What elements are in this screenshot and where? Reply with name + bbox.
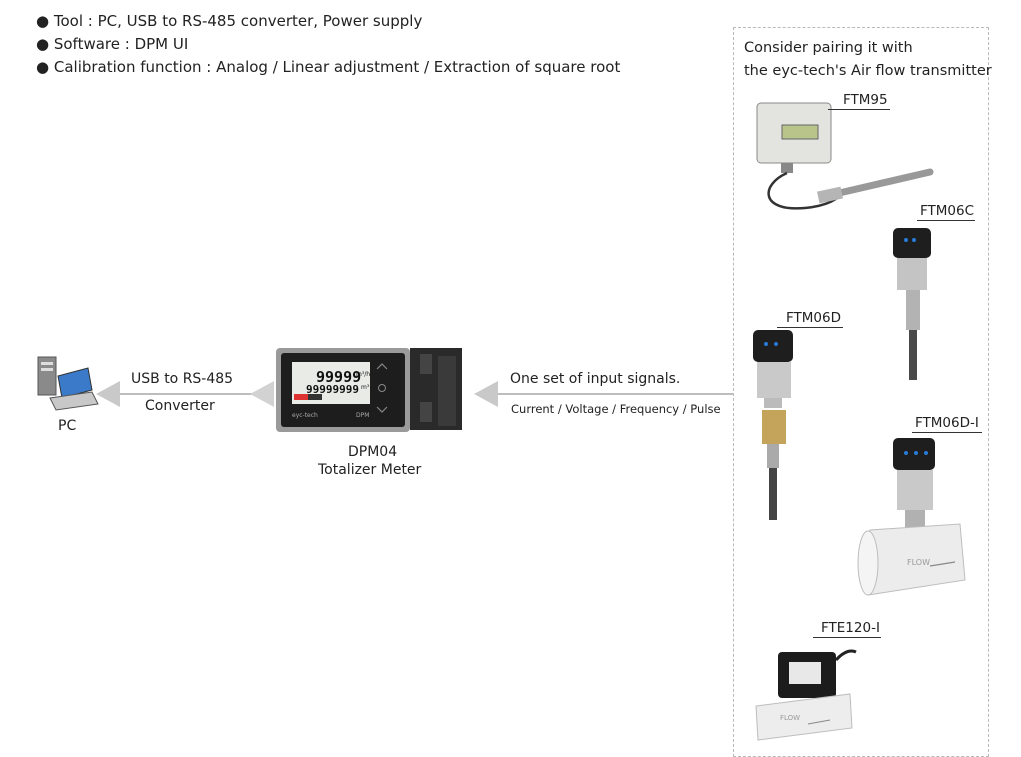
converter-label-line2: Converter	[145, 398, 215, 414]
bullet-calibration: ● Calibration function : Analog / Linear…	[36, 58, 621, 76]
fte120-i-flow-mark: FLOW	[780, 714, 801, 722]
feature-list: ● Tool : PC, USB to RS-485 converter, Po…	[36, 10, 620, 79]
product-label-ftm06d: FTM06D	[786, 310, 841, 326]
input-title: One set of input signals.	[510, 371, 681, 387]
product-underline-fte120-i	[813, 637, 881, 638]
product-underline-ftm95	[828, 109, 890, 110]
bullet-software: ● Software : DPM UI	[36, 35, 189, 53]
product-label-ftm06d-i: FTM06D-I	[915, 415, 979, 431]
ftm06d-icon	[753, 330, 793, 520]
product-label-fte120-i: FTE120-I	[821, 620, 880, 636]
input-arrowhead	[474, 381, 498, 407]
fte120-i-icon	[755, 649, 857, 741]
meter-name: DPM04	[348, 444, 398, 460]
meter-display-total: 99999999	[306, 383, 359, 396]
pc-label: PC	[58, 418, 77, 434]
meter-arrowhead	[250, 381, 274, 407]
output-arrowhead	[96, 381, 120, 407]
meter-device-icon	[276, 348, 462, 432]
input-subtitle: Current / Voltage / Frequency / Pulse	[511, 402, 721, 416]
ftm06d-i-icon	[857, 438, 966, 596]
pc-icon	[37, 356, 99, 411]
ftm06c-icon	[893, 228, 931, 380]
panel-heading: Consider pairing it with the eyc-tech's …	[744, 37, 992, 83]
meter-brand: eyc-tech	[292, 412, 318, 419]
meter-subtitle: Totalizer Meter	[318, 462, 422, 478]
converter-label-line1: USB to RS-485	[131, 371, 234, 387]
meter-model-mark: DPM	[356, 412, 370, 419]
meter-display-rate: 99999	[316, 368, 362, 386]
product-label-ftm95: FTM95	[843, 92, 888, 108]
product-underline-ftm06d	[777, 327, 843, 328]
product-underline-ftm06d-i	[912, 432, 982, 433]
product-underline-ftm06c	[917, 220, 975, 221]
ftm95-icon	[756, 102, 934, 210]
panel-heading-line1: Consider pairing it with	[744, 40, 913, 56]
product-label-ftm06c: FTM06C	[920, 203, 975, 219]
ftm06d-i-flow-mark: FLOW	[907, 558, 930, 567]
meter-display-total-unit: m³	[361, 384, 370, 391]
bullet-tool: ● Tool : PC, USB to RS-485 converter, Po…	[36, 12, 423, 30]
panel-heading-line2: the eyc-tech's Air flow transmitter	[744, 63, 992, 79]
meter-display-rate-unit: m³/h	[356, 371, 371, 378]
